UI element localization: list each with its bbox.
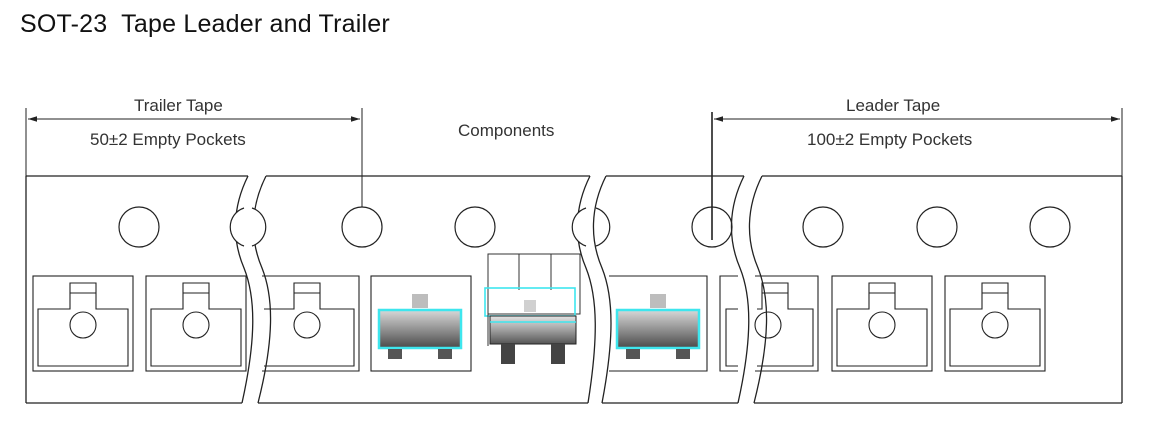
empty-pocket <box>145 275 247 372</box>
empty-pocket <box>32 275 134 372</box>
trailer-pockets-label: 50±2 Empty Pockets <box>90 130 246 149</box>
sprocket-hole <box>454 206 496 248</box>
sprocket-hole <box>802 206 844 248</box>
sprocket-hole <box>916 206 958 248</box>
empty-pocket <box>831 275 933 372</box>
component-middle <box>484 253 581 364</box>
trailer-empty-pockets <box>32 275 360 372</box>
leader-tape-label: Leader Tape <box>846 96 940 115</box>
empty-pocket <box>944 275 1046 372</box>
leader-pockets-label: 100±2 Empty Pockets <box>807 130 972 149</box>
component-pockets <box>370 253 708 372</box>
sprocket-hole <box>341 206 383 248</box>
sprocket-hole <box>1029 206 1071 248</box>
component-pocket <box>370 275 472 372</box>
component-pocket <box>609 275 708 372</box>
trailer-dimension <box>25 108 363 210</box>
carrier-tape <box>25 175 1123 404</box>
diagram-title: SOT-23 Tape Leader and Trailer <box>20 10 390 38</box>
sprocket-hole <box>118 206 160 248</box>
sprocket-holes <box>118 206 1071 248</box>
empty-pocket <box>754 275 819 372</box>
empty-pocket <box>262 275 360 372</box>
tape-break-lines <box>234 175 768 404</box>
sprocket-hole-partial <box>229 207 245 247</box>
sprocket-hole-partial <box>251 207 267 247</box>
trailer-tape-label: Trailer Tape <box>134 96 223 115</box>
empty-pocket-partial <box>719 275 738 372</box>
leader-empty-pockets <box>719 275 1046 372</box>
sprocket-hole-partial <box>595 207 611 247</box>
components-label: Components <box>458 121 554 140</box>
sprocket-hole-partial <box>691 206 733 248</box>
sprocket-hole-partial <box>571 207 587 247</box>
